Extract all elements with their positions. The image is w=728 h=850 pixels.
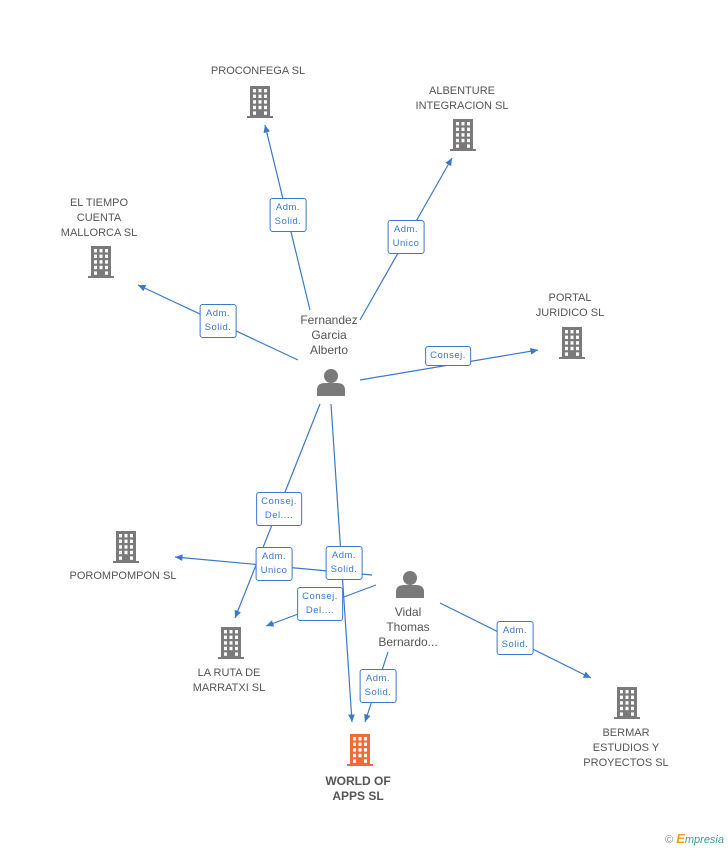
edge-label-vidal-worldofapps[interactable]: Adm. Solid. <box>359 669 397 703</box>
company-label-laruta[interactable]: LA RUTA DE MARRATXI SL <box>192 667 266 694</box>
building-icon-worldofapps[interactable] <box>347 734 373 766</box>
icons-layer <box>88 86 640 766</box>
edge-label-vidal-bermar[interactable]: Adm. Solid. <box>496 621 534 655</box>
building-icon-laruta[interactable] <box>218 627 244 659</box>
person-icon-fernandez[interactable] <box>317 369 345 396</box>
company-label-proconfega[interactable]: PROCONFEGA SL <box>210 65 306 77</box>
company-label-bermar[interactable]: BERMAR ESTUDIOS Y PROYECTOS SL <box>583 727 669 769</box>
company-label-albenture[interactable]: ALBENTURE INTEGRACION SL <box>415 85 509 112</box>
edge-label-fernandez-proconfega[interactable]: Adm. Solid. <box>269 198 307 232</box>
company-label-portal[interactable]: PORTAL JURIDICO SL <box>535 292 605 319</box>
building-icon-albenture[interactable] <box>450 119 476 151</box>
edge-label-vidal-porompompon[interactable]: Adm. Unico <box>255 547 293 581</box>
edge-label-fernandez-worldofapps[interactable]: Adm. Solid. <box>325 546 363 580</box>
edge-label-fernandez-eltiempo[interactable]: Adm. Solid. <box>199 304 237 338</box>
person-label-fernandez[interactable]: Fernandez Garcia Alberto <box>300 313 358 357</box>
brand-initial: E <box>676 831 685 846</box>
building-icon-bermar[interactable] <box>614 687 640 719</box>
company-label-worldofapps[interactable]: WORLD OF APPS SL <box>325 774 391 803</box>
footer-brand[interactable]: © Empresia <box>665 831 724 846</box>
company-label-eltiempo[interactable]: EL TIEMPO CUENTA MALLORCA SL <box>60 197 138 239</box>
company-label-porompompon[interactable]: POROMPOMPON SL <box>69 570 177 582</box>
person-label-vidal[interactable]: Vidal Thomas Bernardo... <box>378 605 438 649</box>
brand-name: mpresia <box>684 834 724 846</box>
edge-label-vidal-laruta[interactable]: Consej. Del.... <box>297 587 343 621</box>
building-icon-proconfega[interactable] <box>247 86 273 118</box>
copyright-symbol: © <box>665 834 674 846</box>
edge-label-fernandez-portal[interactable]: Consej. <box>425 346 471 366</box>
edge-label-fernandez-laruta[interactable]: Consej. Del.... <box>256 492 302 526</box>
person-icon-vidal[interactable] <box>396 571 424 598</box>
building-icon-porompompon[interactable] <box>113 531 139 563</box>
building-icon-eltiempo[interactable] <box>88 246 114 278</box>
edge-label-fernandez-albenture[interactable]: Adm. Unico <box>387 220 425 254</box>
building-icon-portal[interactable] <box>559 327 585 359</box>
